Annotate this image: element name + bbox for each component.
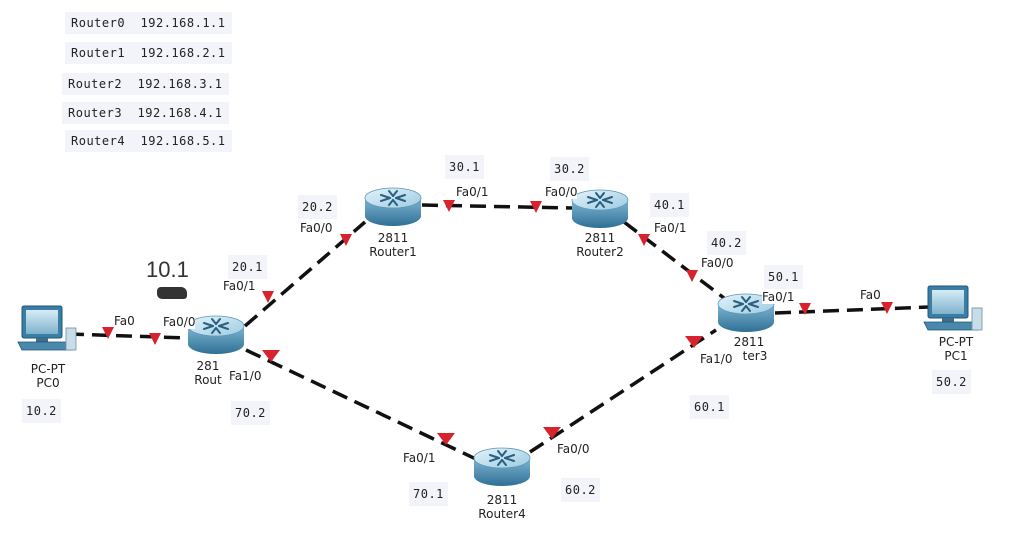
router1-icon[interactable]	[364, 187, 422, 227]
router1-fa01-label: Fa0/1	[456, 185, 489, 199]
router2-fa01-label: Fa0/1	[654, 221, 687, 235]
router0-icon[interactable]	[187, 315, 245, 355]
link-up-marker	[638, 234, 650, 246]
router-table-row: Router3 192.168.4.1	[62, 102, 229, 124]
link-up-marker	[543, 427, 561, 439]
address-note: 30.1	[445, 155, 484, 179]
router2-fa00-label: Fa0/0	[545, 185, 578, 199]
router1-fa00-label: Fa0/0	[300, 221, 333, 235]
router-table-row: Router0 192.168.1.1	[65, 12, 232, 34]
router0-fa00-label: Fa0/0	[163, 315, 196, 329]
link-up-marker	[437, 433, 455, 445]
router1-name: Router1	[369, 245, 417, 259]
router0-label: 281 Rout	[186, 359, 230, 387]
address-note: 10.2	[22, 399, 61, 423]
router3-fa01-label: Fa0/1	[762, 290, 795, 304]
router3-fa00-label: Fa0/0	[701, 256, 734, 270]
link-up-marker	[102, 327, 114, 339]
address-note: 60.1	[690, 395, 729, 419]
link-up-marker	[530, 201, 542, 213]
link-up-marker	[443, 200, 455, 212]
router-name: Router3	[68, 106, 123, 120]
router2-name: Router2	[576, 245, 624, 259]
router-table-row: Router1 192.168.2.1	[65, 42, 232, 64]
address-note: 40.2	[707, 231, 746, 255]
pc1-icon[interactable]	[923, 285, 983, 331]
router2-label: 2811 Router2	[570, 231, 630, 259]
link-up-marker	[340, 234, 352, 246]
router-table-row: Router4 192.168.5.1	[65, 130, 232, 152]
link-router3-pc1[interactable]	[774, 305, 931, 315]
router0-fa10-label: Fa1/0	[229, 369, 262, 383]
address-note: 70.2	[231, 401, 270, 425]
address-note: 70.1	[409, 482, 448, 506]
router-ip: 192.168.5.1	[140, 134, 226, 148]
router-ip: 192.168.3.1	[137, 77, 223, 91]
link-up-marker	[149, 333, 161, 345]
router3-name: ter3	[742, 349, 768, 363]
address-note: 20.2	[298, 195, 337, 219]
pc1-name: PC1	[944, 349, 968, 363]
address-note: 30.2	[550, 157, 589, 181]
pc0-fa0-label: Fa0	[114, 314, 135, 328]
overlay-ip-text: 10.1	[146, 257, 189, 282]
router4-fa01-label: Fa0/1	[403, 451, 436, 465]
router4-icon[interactable]	[473, 447, 531, 487]
address-note: 40.1	[650, 193, 689, 217]
router2-icon[interactable]	[571, 189, 629, 229]
pc1-model: PC-PT	[938, 335, 974, 349]
router4-model: 2811	[486, 493, 518, 507]
router-name: Router1	[71, 46, 126, 60]
address-note: 50.1	[764, 265, 803, 289]
pc0-model: PC-PT	[30, 362, 66, 376]
router3-label: 2811 ter3	[726, 335, 772, 363]
router-table-row: Router2 192.168.3.1	[62, 73, 229, 95]
router0-name: Rout	[194, 373, 222, 387]
router3-fa10-label: Fa1/0	[700, 352, 733, 366]
address-note: 50.2	[932, 370, 971, 394]
link-status-markers	[102, 200, 893, 445]
pc1-label: PC-PT PC1	[934, 335, 978, 363]
router1-label: 2811 Router1	[363, 231, 423, 259]
redacted-mark	[157, 287, 187, 299]
pc0-name: PC0	[36, 376, 60, 390]
router4-label: 2811 Router4	[472, 493, 532, 521]
link-pc0-router0[interactable]	[67, 332, 189, 340]
link-up-marker	[262, 350, 280, 362]
link-router2-router3[interactable]	[622, 220, 726, 300]
router-name: Router0	[71, 16, 126, 30]
link-up-marker	[799, 303, 811, 315]
router-name: Router2	[68, 77, 123, 91]
link-up-marker	[686, 270, 698, 282]
address-note: 60.2	[561, 478, 600, 502]
pc0-label: PC-PT PC0	[26, 362, 70, 390]
router4-fa00-label: Fa0/0	[557, 442, 590, 456]
link-router0-router4[interactable]	[245, 348, 479, 462]
link-up-marker	[262, 291, 274, 303]
router1-model: 2811	[377, 231, 409, 245]
address-note: 20.1	[228, 255, 267, 279]
router2-model: 2811	[584, 231, 616, 245]
router0-model: 281	[196, 359, 220, 373]
link-up-marker	[685, 336, 703, 348]
link-up-marker	[881, 302, 893, 314]
link-router1-router2[interactable]	[421, 203, 573, 210]
pc1-fa0-label: Fa0	[860, 288, 881, 302]
router0-fa01-label: Fa0/1	[223, 279, 256, 293]
router4-name: Router4	[478, 507, 526, 521]
link-router4-router3[interactable]	[529, 328, 717, 454]
links	[67, 203, 931, 462]
router-name: Router4	[71, 134, 126, 148]
router-ip: 192.168.4.1	[137, 106, 223, 120]
router-ip: 192.168.1.1	[140, 16, 226, 30]
router-ip: 192.168.2.1	[140, 46, 226, 60]
pc0-icon[interactable]	[17, 305, 77, 351]
router3-model: 2811	[733, 335, 765, 349]
